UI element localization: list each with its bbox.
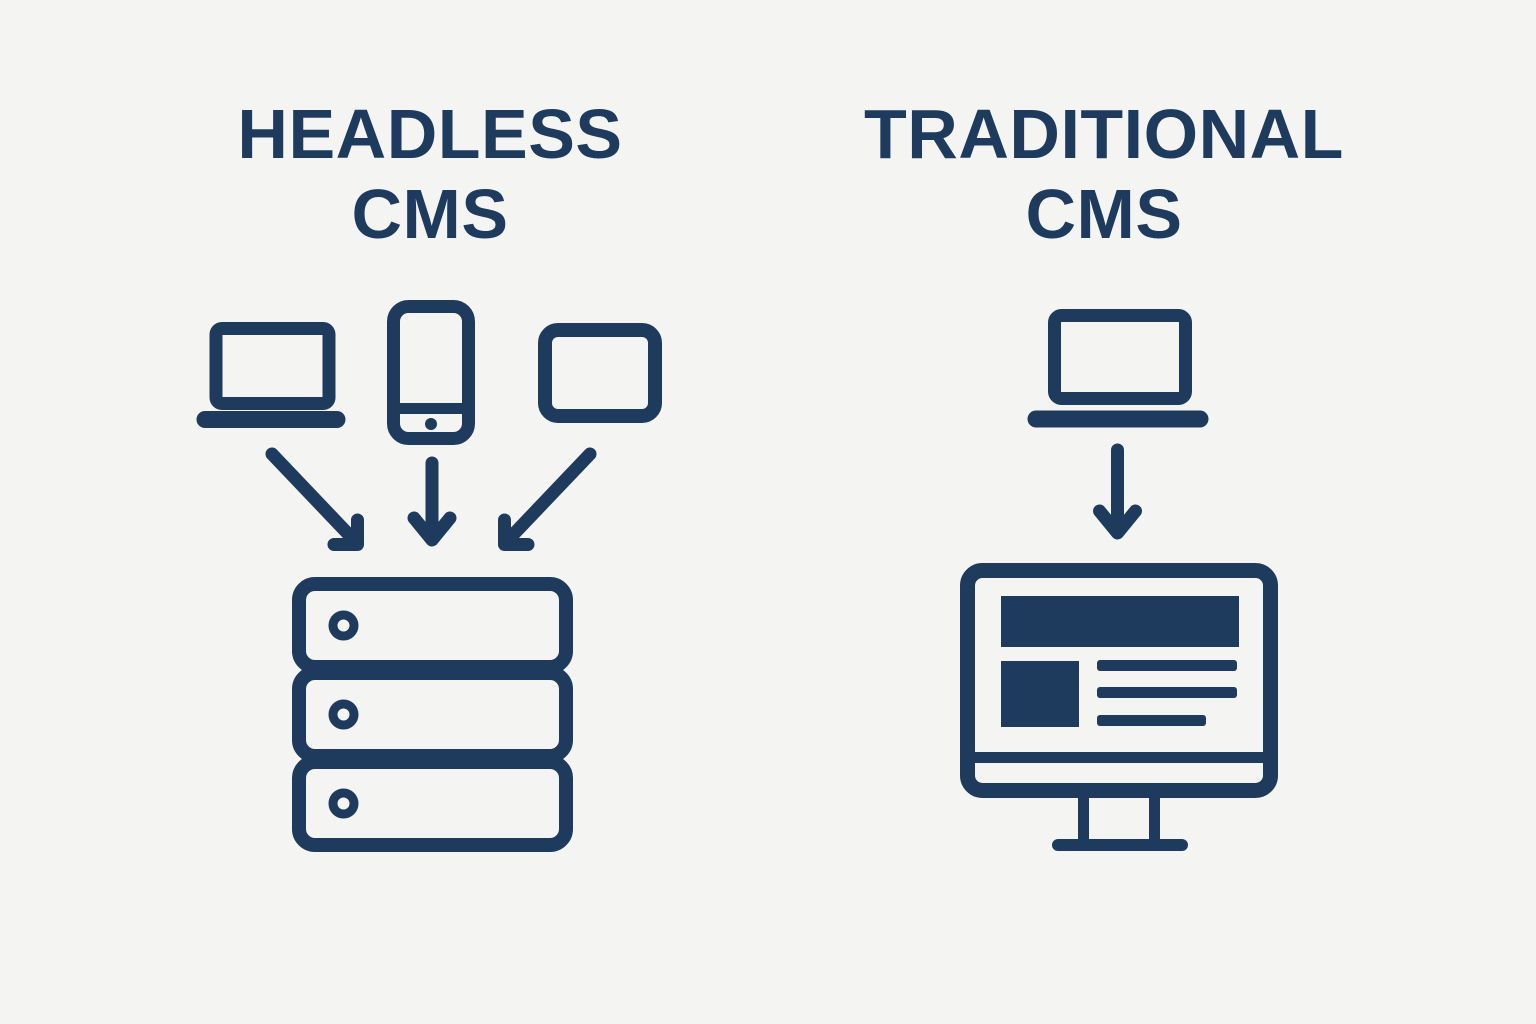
tablet-body xyxy=(538,323,662,423)
monitor-frame xyxy=(960,563,1278,798)
webpage-header-block xyxy=(1001,596,1239,647)
server-stack-icon xyxy=(292,577,573,852)
server-led-1 xyxy=(328,610,359,641)
smartphone-body xyxy=(387,300,475,445)
tablet-icon xyxy=(538,323,662,423)
laptop-icon xyxy=(1027,309,1209,428)
webpage-text-line-3 xyxy=(1097,715,1206,726)
server-led-3 xyxy=(328,788,359,819)
traditional-title-line2: CMS xyxy=(1025,175,1183,253)
desktop-monitor-webpage-icon xyxy=(960,563,1278,851)
laptop-screen xyxy=(1048,309,1192,405)
server-unit-3 xyxy=(292,755,573,852)
laptop-screen xyxy=(209,322,336,410)
monitor-stand-left xyxy=(1078,789,1089,842)
headless-title-line1: HEADLESS xyxy=(237,95,623,173)
server-unit-1 xyxy=(292,577,573,674)
headless-cms-title: HEADLESS CMS xyxy=(130,94,730,254)
webpage-image-block xyxy=(1001,661,1079,727)
down-arrow-icon xyxy=(1093,443,1142,540)
server-unit-2 xyxy=(292,666,573,763)
webpage-text-line-2 xyxy=(1097,687,1237,698)
traditional-cms-title: TRADITIONAL CMS xyxy=(804,94,1404,254)
down-right-arrow-icon xyxy=(265,447,364,551)
smartphone-home-button xyxy=(425,418,437,430)
traditional-title-line1: TRADITIONAL xyxy=(864,95,1344,173)
headless-title-line2: CMS xyxy=(351,175,509,253)
webpage-text-line-1 xyxy=(1097,660,1237,671)
server-led-2 xyxy=(328,699,359,730)
smartphone-icon xyxy=(387,300,475,445)
laptop-icon xyxy=(196,322,346,428)
down-left-arrow-icon xyxy=(498,447,597,551)
monitor-bezel-divider xyxy=(967,752,1271,763)
down-arrow-icon xyxy=(407,456,457,547)
fan-in-arrows xyxy=(265,447,597,551)
monitor-stand-right xyxy=(1149,789,1160,842)
